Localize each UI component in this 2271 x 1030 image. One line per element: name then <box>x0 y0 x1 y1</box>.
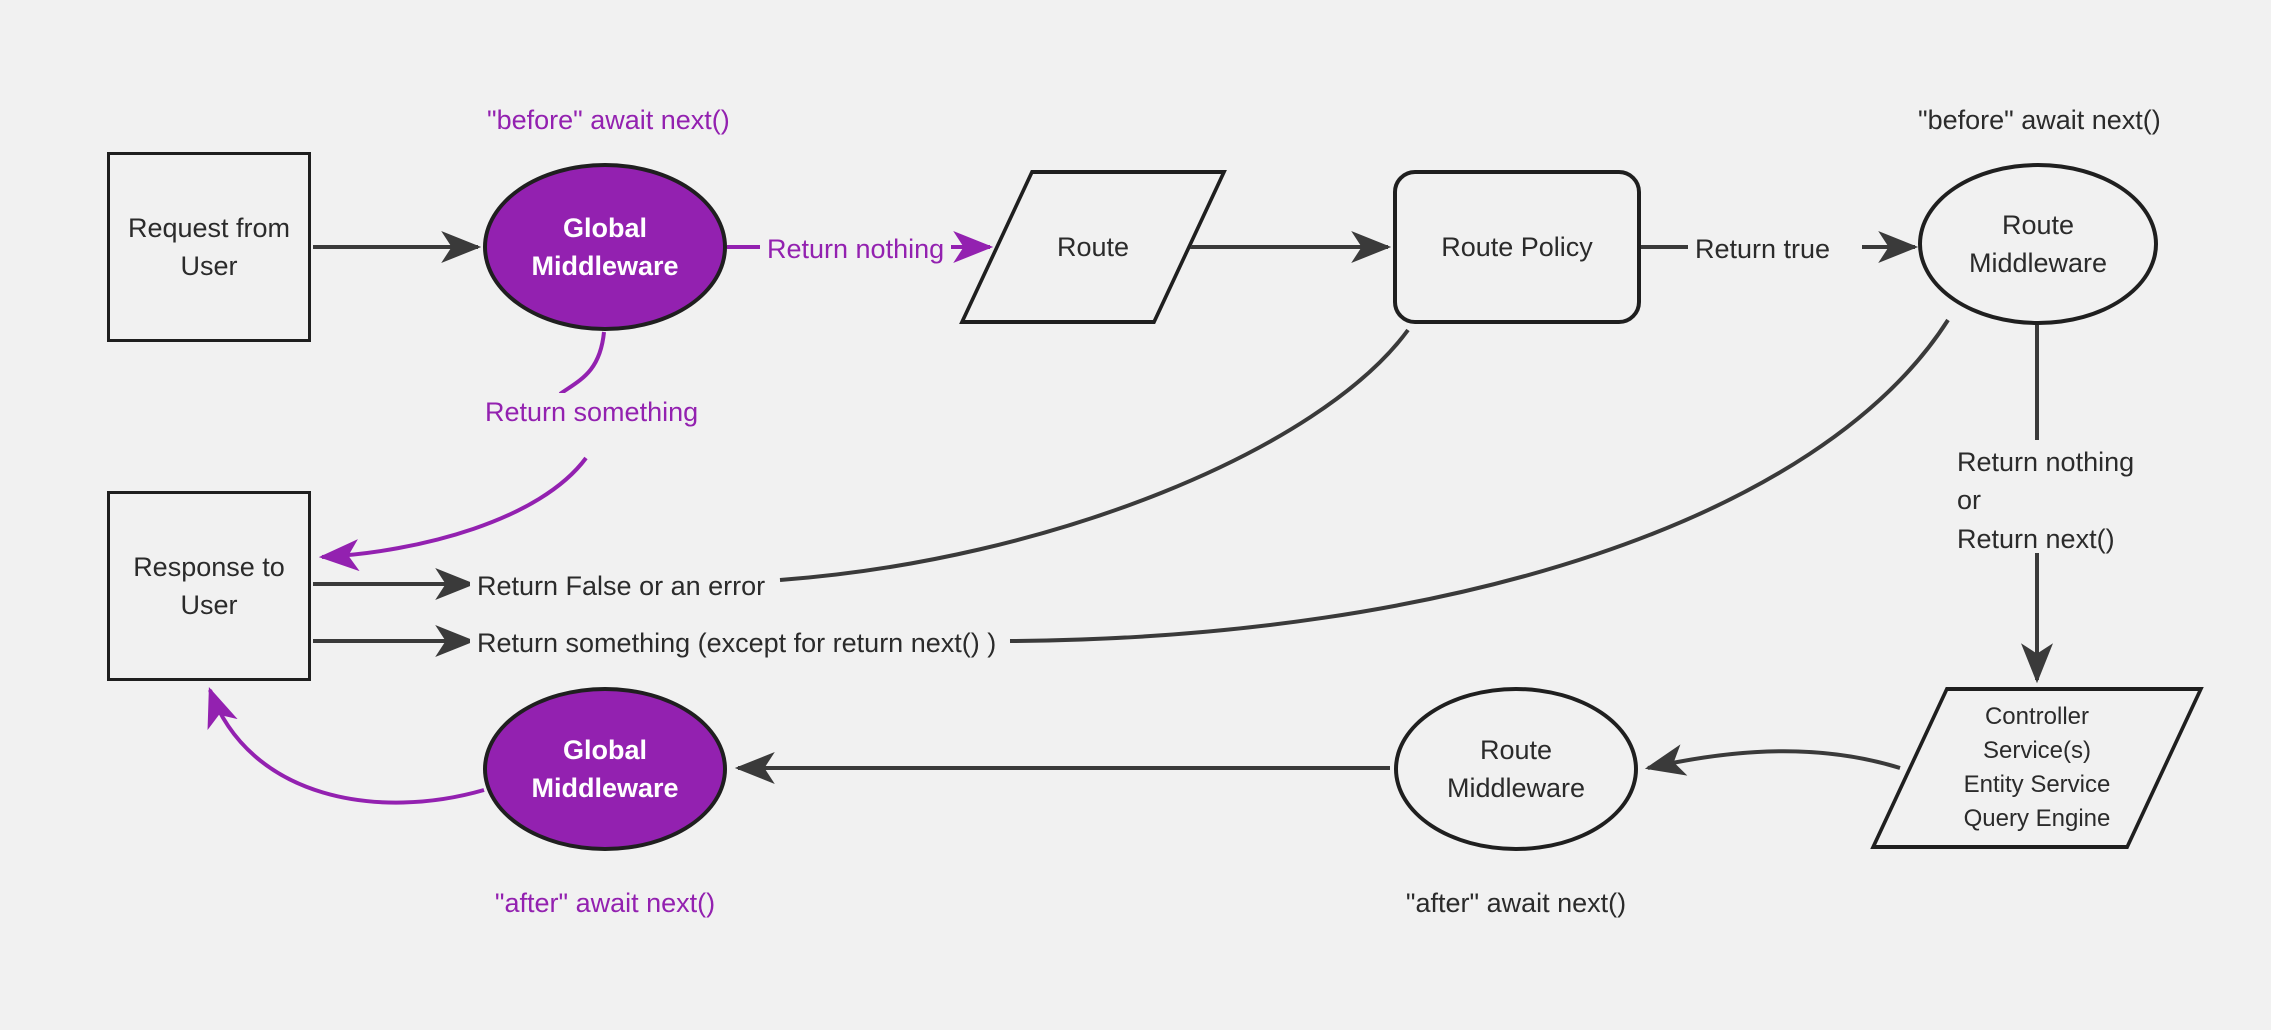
edge-controller-to-route-middleware-after <box>1644 744 1901 776</box>
edge-label-return-something-except-next: Return something (except for return next… <box>470 624 1004 663</box>
node-route-policy[interactable]: Route Policy <box>1393 170 1641 324</box>
edge-label-return-nothing-or-next: Return nothing or Return next() <box>1957 447 2135 554</box>
node-route-middleware-after[interactable]: Route Middleware <box>1394 687 1638 851</box>
node-route-policy-label: Route Policy <box>1441 231 1593 262</box>
node-global-middleware-after-label: Global Middleware <box>531 734 679 803</box>
node-global-middleware-before[interactable]: Global Middleware <box>483 163 727 331</box>
node-route-label: Route <box>1056 231 1130 262</box>
edge-global-middleware-to-response-purple <box>558 331 606 396</box>
edge-return-something-to-response <box>318 456 588 572</box>
note-route-middleware-before: "before" await next() <box>1918 105 2161 135</box>
node-route-middleware-before-label: Route Middleware <box>1968 209 2108 278</box>
node-route[interactable]: Route <box>959 170 1227 324</box>
note-route-middleware-after: "after" await next() <box>1405 888 1627 918</box>
node-route-middleware-after-label: Route Middleware <box>1446 734 1586 803</box>
edge-label-return-something: Return something <box>478 393 706 432</box>
node-response-to-user[interactable]: Response to User <box>107 491 311 681</box>
node-response-to-user-label: Response to User <box>133 551 285 620</box>
edge-route-policy-false-curve <box>779 328 1410 582</box>
node-global-middleware-before-label: Global Middleware <box>531 212 679 281</box>
edge-route-middleware-something-curve <box>1009 318 1950 643</box>
node-global-middleware-after[interactable]: Global Middleware <box>483 687 727 851</box>
edge-label-return-nothing: Return nothing <box>760 230 952 269</box>
edge-label-return-true: Return true <box>1688 230 1838 269</box>
edge-label-return-false-or-error: Return False or an error <box>470 567 773 606</box>
edge-global-middleware-after-to-response <box>207 686 485 805</box>
node-route-middleware-before[interactable]: Route Middleware <box>1918 163 2158 325</box>
node-controller-label: Controller Service(s) Entity Service Que… <box>1963 702 2111 833</box>
node-request-from-user-label: Request from User <box>127 212 291 281</box>
note-global-middleware-after: "after" await next() <box>494 888 716 918</box>
note-global-middleware-before: "before" await next() <box>487 105 730 135</box>
node-request-from-user[interactable]: Request from User <box>107 152 311 342</box>
node-controller[interactable]: Controller Service(s) Entity Service Que… <box>1870 687 2204 849</box>
